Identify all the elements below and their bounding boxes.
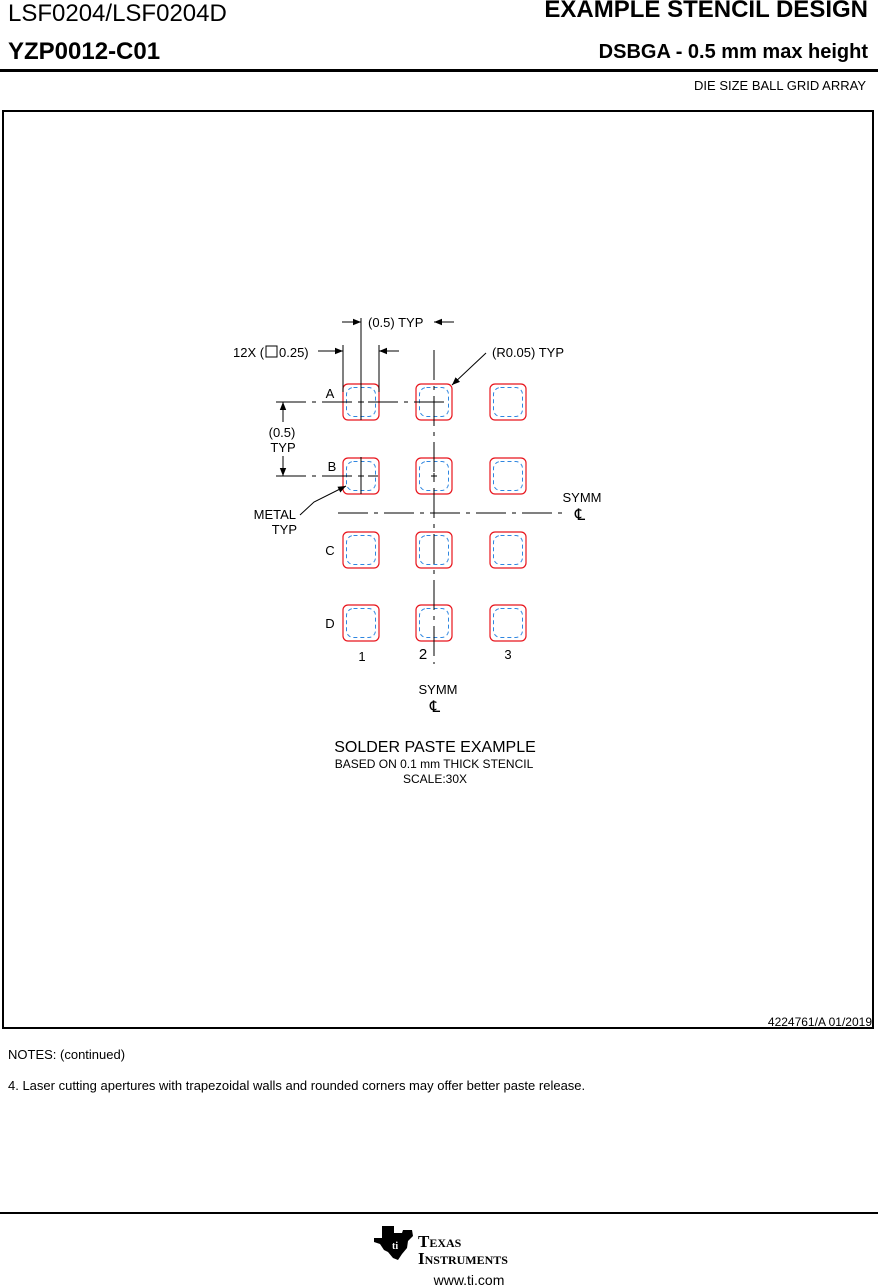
footer-rule bbox=[0, 1212, 878, 1214]
symm-bottom-label: SYMM bbox=[419, 682, 458, 697]
paste-aperture-c3 bbox=[493, 535, 523, 565]
dim-pitch-y-label-2: TYP bbox=[270, 440, 295, 455]
ti-brand-line-2: Instruments bbox=[418, 1249, 508, 1268]
centerline-right-icon: ℄ bbox=[574, 505, 586, 524]
caption-title: SOLDER PASTE EXAMPLE bbox=[334, 739, 536, 756]
package-type: DIE SIZE BALL GRID ARRAY bbox=[694, 78, 866, 93]
col-label-1: 1 bbox=[358, 649, 365, 664]
square-symbol-icon bbox=[265, 345, 278, 358]
drawing-frame bbox=[2, 110, 874, 1029]
paste-aperture-d3 bbox=[493, 608, 523, 638]
metal-label-2: TYP bbox=[272, 522, 297, 537]
header-rule bbox=[0, 69, 878, 72]
ti-url-link[interactable]: www.ti.com bbox=[433, 1272, 505, 1288]
caption-line-1: BASED ON 0.1 mm THICK STENCIL bbox=[335, 757, 534, 771]
col-label-3: 3 bbox=[504, 647, 511, 662]
corner-radius-leader bbox=[451, 352, 487, 386]
notes-heading: NOTES: (continued) bbox=[8, 1047, 126, 1062]
dim-pitch-y-label-1: (0.5) bbox=[269, 425, 296, 440]
stencil-pad-c2 bbox=[415, 531, 453, 569]
stencil-pad-c3 bbox=[489, 531, 527, 569]
part-numbers: LSF0204/LSF0204D bbox=[8, 0, 227, 27]
document-number: 4224761/A 01/2019 bbox=[767, 1015, 872, 1029]
row-label-c: C bbox=[325, 543, 334, 558]
dim-aperture-size bbox=[318, 345, 399, 392]
dim-pitch-x bbox=[342, 318, 454, 396]
stencil-pad-d3 bbox=[489, 604, 527, 642]
row-label-b: B bbox=[328, 459, 337, 474]
paste-aperture-b3 bbox=[493, 461, 523, 491]
dim-pitch-x-label: (0.5) TYP bbox=[368, 315, 423, 330]
stencil-pad-d1 bbox=[342, 604, 380, 642]
svg-text:ti: ti bbox=[392, 1241, 398, 1252]
ti-state-icon: ti bbox=[374, 1226, 413, 1260]
sheet-title: EXAMPLE STENCIL DESIGN bbox=[544, 0, 868, 23]
ti-brand-line-1: Texas bbox=[418, 1232, 462, 1251]
col-label-2: 2 bbox=[419, 646, 427, 663]
note-item-4: 4. Laser cutting apertures with trapezoi… bbox=[8, 1078, 586, 1093]
caption-line-2: SCALE:30X bbox=[403, 772, 467, 786]
package-description: DSBGA - 0.5 mm max height bbox=[598, 41, 868, 63]
stencil-pad-c1 bbox=[342, 531, 380, 569]
ti-logo: ti Texas Instruments bbox=[372, 1224, 508, 1268]
package-code: YZP0012-C01 bbox=[8, 38, 161, 65]
paste-aperture-a3 bbox=[493, 387, 523, 417]
corner-radius-label: (R0.05) TYP bbox=[492, 345, 564, 360]
centerline-bottom-icon: ℄ bbox=[429, 697, 441, 716]
dim-aperture-size-label: 12X ( bbox=[233, 345, 265, 360]
dim-aperture-size-value: 0.25) bbox=[279, 345, 309, 360]
row-label-d: D bbox=[325, 616, 334, 631]
stencil-pad-a3 bbox=[489, 383, 527, 421]
metal-leader bbox=[299, 485, 347, 516]
row-label-a: A bbox=[326, 386, 335, 401]
stencil-pad-b3 bbox=[489, 457, 527, 495]
paste-aperture-d1 bbox=[346, 608, 376, 638]
metal-label-1: METAL bbox=[254, 507, 296, 522]
paste-aperture-c1 bbox=[346, 535, 376, 565]
symm-right-label: SYMM bbox=[563, 490, 602, 505]
